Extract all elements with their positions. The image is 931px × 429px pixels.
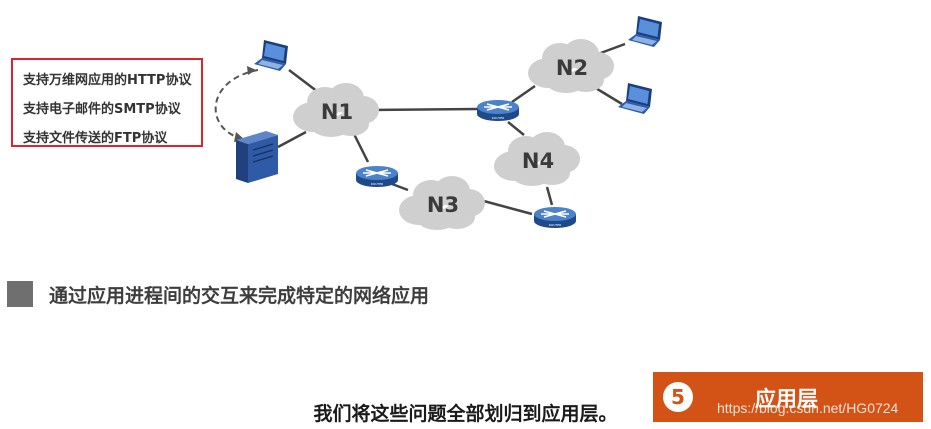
svg-text:ROUTER: ROUTER: [549, 223, 561, 227]
network-diagram: N1 N2 N3 N4 ROUTER ROUTER ROUTER: [214, 16, 662, 230]
router-icon: ROUTER: [533, 206, 577, 229]
server-icon: [236, 131, 278, 183]
svg-text:ROUTER: ROUTER: [492, 116, 504, 120]
network-links: [277, 42, 626, 216]
protocol-ftp: 支持文件传送的FTP协议: [23, 131, 168, 146]
protocol-list-box: 支持万维网应用的HTTP协议 支持电子邮件的SMTP协议 支持文件传送的FTP协…: [11, 58, 203, 147]
laptop-icon: [618, 83, 652, 114]
key-point-text: 通过应用进程间的交互来完成特定的网络应用: [49, 284, 430, 307]
router-icon: ROUTER: [476, 99, 520, 122]
request-arrow: [214, 66, 259, 142]
cloud-n4: N4: [494, 132, 580, 186]
video-subtitle: 我们将这些问题全部划归到应用层。: [313, 403, 618, 425]
laptop-icon: [254, 40, 288, 71]
cloud-n1-label: N1: [321, 100, 353, 124]
cloud-n4-label: N4: [522, 149, 554, 173]
layer-title: 应用层: [755, 387, 818, 411]
protocol-http: 支持万维网应用的HTTP协议: [23, 73, 192, 88]
key-point: 通过应用进程间的交互来完成特定的网络应用: [7, 281, 429, 307]
router-icon: ROUTER: [355, 165, 399, 188]
layer-number: 5: [663, 382, 693, 412]
svg-text:ROUTER: ROUTER: [371, 182, 383, 186]
cloud-n2: N2: [528, 39, 614, 93]
watermark: https://blog.csdn.net/HG0724: [717, 400, 899, 416]
cloud-n1: N1: [293, 83, 379, 137]
laptop-icon: [628, 16, 662, 47]
protocol-smtp: 支持电子邮件的SMTP协议: [23, 102, 181, 117]
cloud-n3-label: N3: [427, 193, 459, 217]
bullet-square-icon: [7, 281, 33, 307]
cloud-n2-label: N2: [556, 56, 588, 80]
layer-badge: 5 应用层: [653, 372, 923, 422]
cloud-n3: N3: [399, 176, 485, 230]
